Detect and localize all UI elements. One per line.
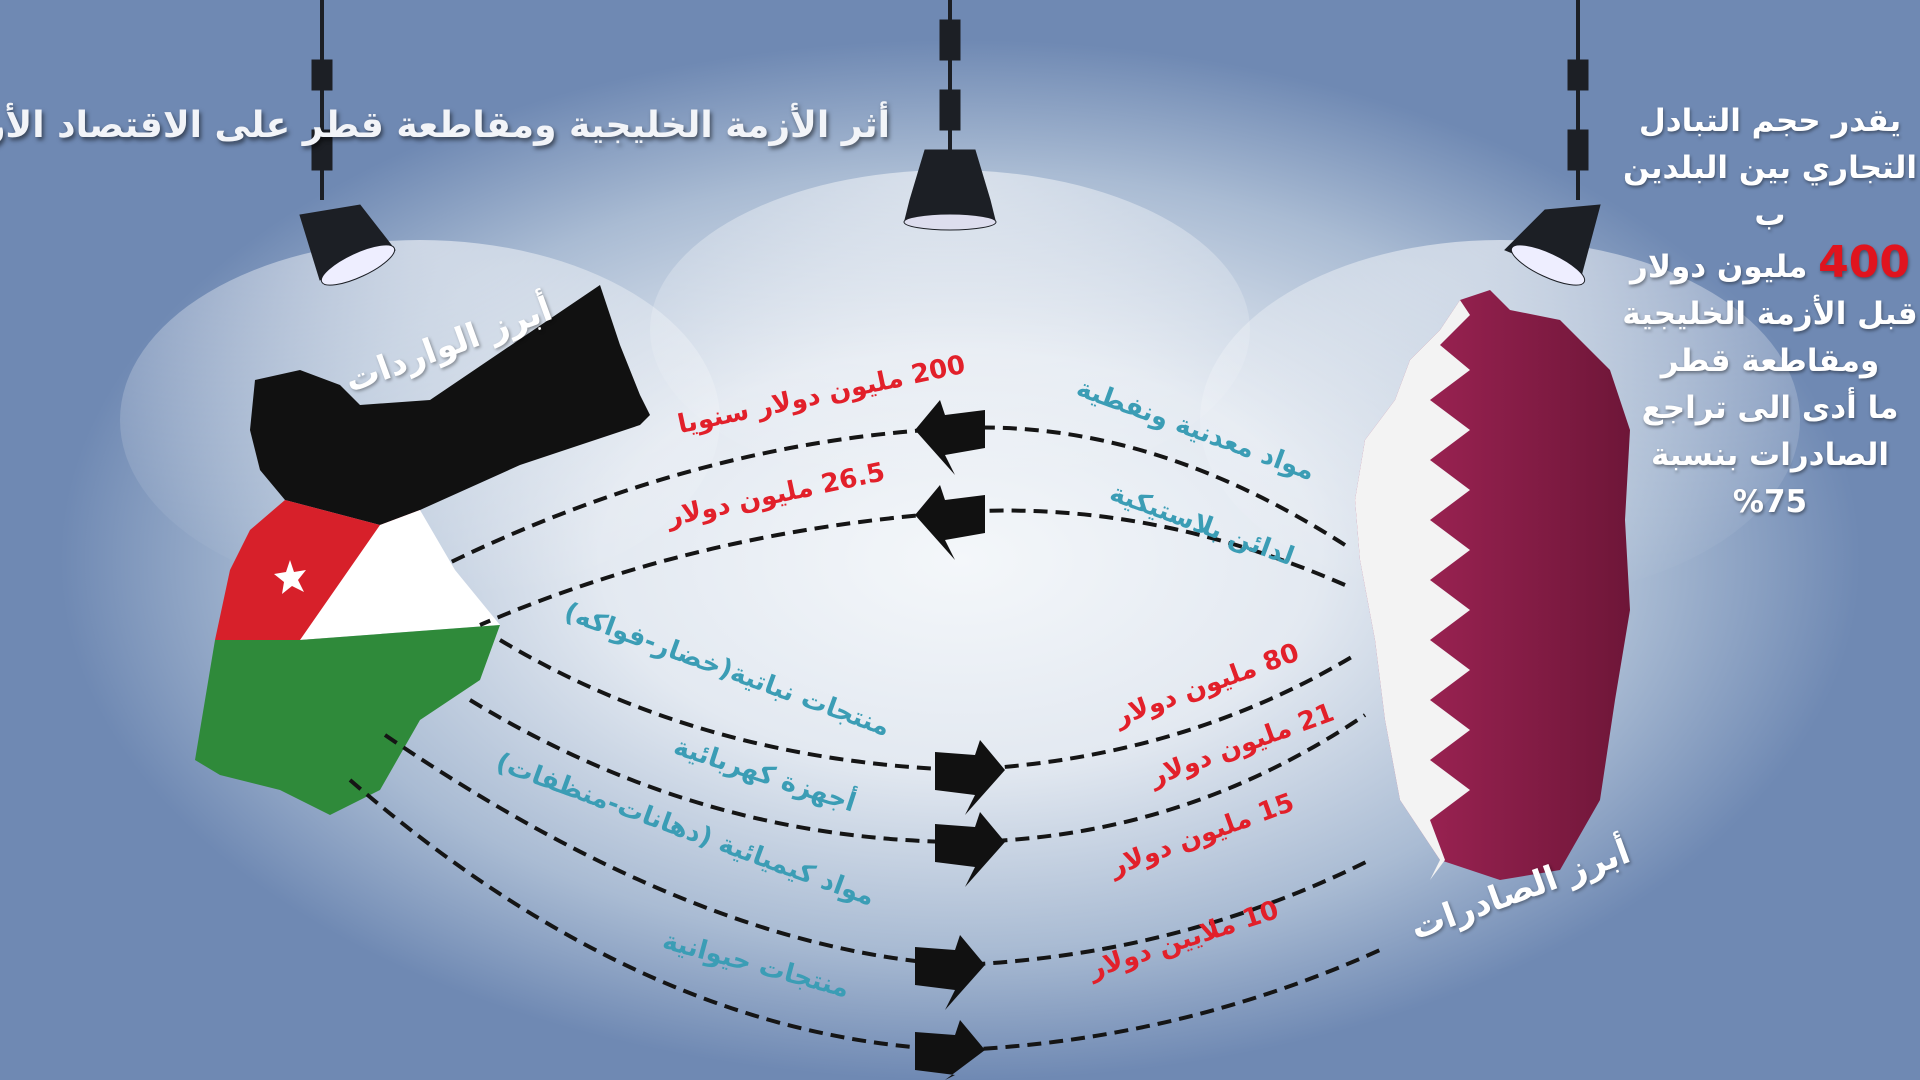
arrow-right-icon [915, 1020, 985, 1080]
trade-summary: يقدر حجم التبادل التجاري بين البلدين ب 4… [1620, 98, 1920, 526]
arrow-right-icon [915, 935, 985, 1010]
trade-amount: 400 [1818, 237, 1910, 288]
summary-unit: مليون دولار [1630, 249, 1808, 285]
arrowheads [915, 400, 1005, 1080]
jordan-flag-map [195, 285, 650, 815]
page-title: أثر الأزمة الخليجية ومقاطعة قطر على الاق… [0, 105, 890, 146]
arrow-left-icon [915, 400, 985, 475]
summary-line: 400 مليون دولار [1620, 239, 1920, 291]
star-icon [274, 560, 306, 594]
arrow-right-icon [935, 740, 1005, 815]
arrow-right-icon [935, 812, 1005, 887]
lamp-right-icon [1504, 0, 1601, 286]
lamp-center-icon [903, 0, 997, 231]
summary-line: التجاري بين البلدين ب [1623, 150, 1917, 233]
export-line [498, 638, 1357, 773]
summary-line: يقدر حجم التبادل [1638, 103, 1902, 139]
lamp-left-icon [299, 0, 396, 286]
arrow-left-icon [915, 485, 985, 560]
summary-line: الصادرات بنسبة 75% [1650, 437, 1890, 520]
spotlight-glow [650, 170, 1250, 490]
summary-line: ما أدى الى تراجع [1641, 390, 1899, 426]
qatar-flag-map [1355, 290, 1630, 880]
export-line [348, 778, 1381, 1053]
summary-line: ومقاطعة قطر [1660, 343, 1880, 379]
summary-line: قبل الأزمة الخليجية [1622, 296, 1918, 332]
